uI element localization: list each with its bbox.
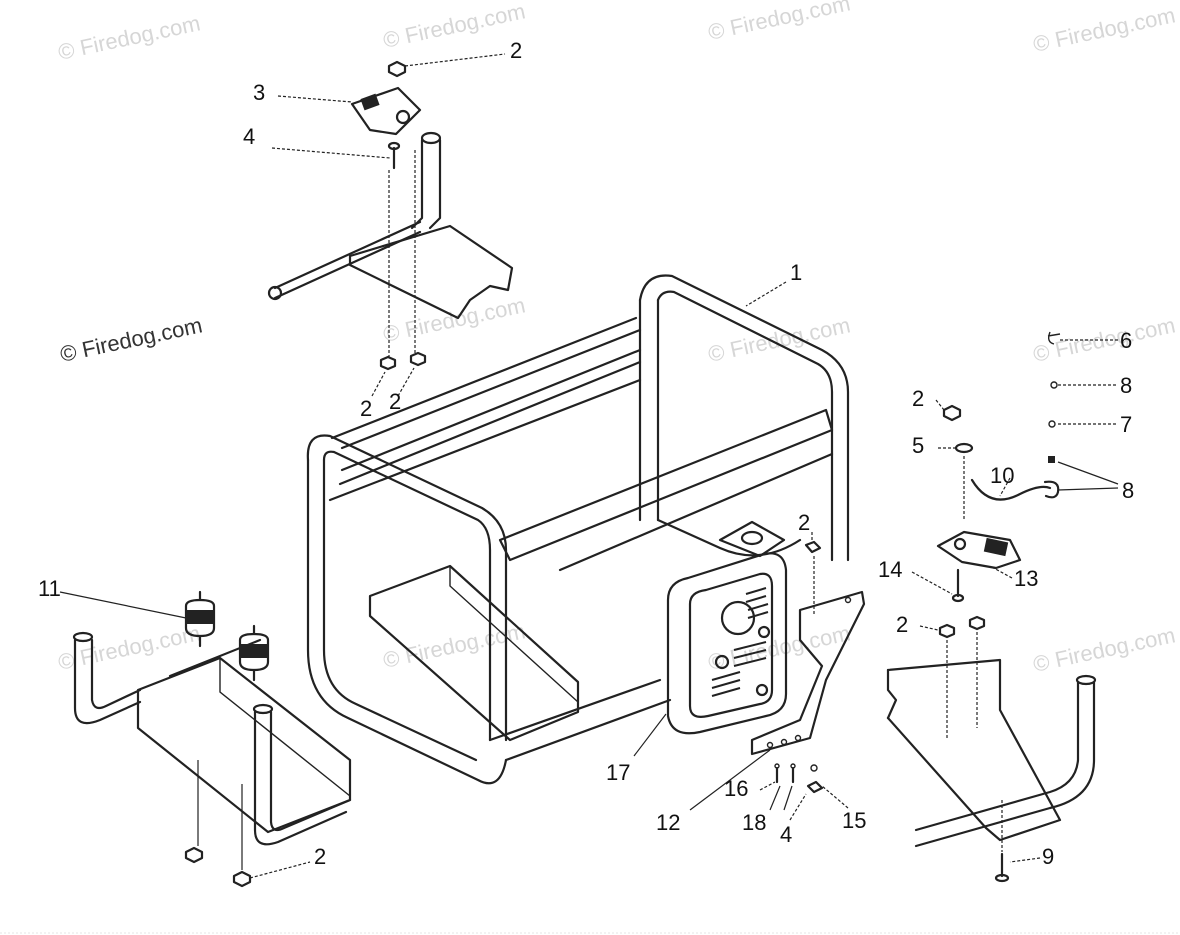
- nut-icon: [1048, 456, 1055, 463]
- callout-label: 2: [912, 386, 924, 411]
- lower-left-mount-detail: [72, 590, 352, 888]
- watermark: © Firedog.com: [706, 312, 853, 367]
- watermark: © Firedog.com: [58, 312, 205, 367]
- callout-label: 8: [1122, 478, 1134, 503]
- wing-nut-icon: [1047, 331, 1061, 345]
- callout-label: 17: [606, 760, 630, 785]
- watermark: © Firedog.com: [706, 0, 853, 45]
- leader-lines: [59, 53, 1119, 879]
- nut-icon: [938, 623, 956, 639]
- callout-label: 9: [1042, 844, 1054, 869]
- callout-label: 11: [38, 576, 61, 601]
- watermark: © Firedog.com: [1031, 622, 1178, 677]
- nut-icon: [806, 780, 824, 794]
- nut-icon: [387, 60, 407, 78]
- upper-left-bracket-detail: [267, 60, 514, 371]
- callout-label: 7: [1120, 412, 1132, 437]
- bracket-hardware: [774, 763, 824, 794]
- callout-label: 2: [360, 396, 372, 421]
- muffler: [666, 520, 788, 735]
- muffler-bracket: [750, 540, 866, 756]
- main-frame: [306, 274, 850, 785]
- callout-label: 15: [842, 808, 866, 833]
- nut-icon: [232, 870, 252, 888]
- nut-icon: [409, 351, 427, 367]
- callout-label: 3: [253, 80, 265, 105]
- nut-icon: [968, 615, 986, 631]
- callout-label: 16: [724, 776, 748, 801]
- callout-label: 18: [742, 810, 766, 835]
- watermark: © Firedog.com: [381, 0, 528, 53]
- washer-icon: [1050, 381, 1058, 389]
- nut-icon: [942, 404, 962, 422]
- washer-icon: [1048, 420, 1056, 428]
- callout-label: 6: [1120, 328, 1132, 353]
- callout-label: 2: [389, 389, 401, 414]
- watermark: © Firedog.com: [1031, 2, 1178, 57]
- bracket-rubber-pad: [360, 93, 380, 111]
- watermark: © Firedog.com: [1031, 312, 1178, 367]
- nut-icon: [379, 355, 397, 371]
- right-bracket-detail: [886, 331, 1097, 883]
- callout-label: 10: [990, 463, 1014, 488]
- watermark: © Firedog.com: [56, 10, 203, 65]
- watermark: © Firedog.com: [56, 620, 203, 675]
- nut-icon: [184, 846, 204, 864]
- callout-label: 2: [314, 844, 326, 869]
- callout-labels: 2 3 4 1 2 2 6 8 7 8 2 5 10 13 14 2 2 11 …: [38, 38, 1134, 869]
- bracket-rubber-pad: [983, 537, 1009, 557]
- nut-icon: [804, 540, 822, 554]
- callout-label: 2: [798, 510, 810, 535]
- callout-label: 12: [656, 810, 680, 835]
- callout-label: 2: [896, 612, 908, 637]
- callout-label: 13: [1014, 566, 1038, 591]
- callout-label: 2: [510, 38, 522, 63]
- watermark: © Firedog.com: [381, 292, 528, 347]
- callout-label: 8: [1120, 373, 1132, 398]
- callout-label: 14: [878, 557, 902, 582]
- callout-label: 4: [243, 124, 255, 149]
- callout-label: 4: [780, 822, 792, 847]
- callout-label: 1: [790, 260, 802, 285]
- watermark: © Firedog.com: [706, 620, 853, 675]
- callout-label: 5: [912, 433, 924, 458]
